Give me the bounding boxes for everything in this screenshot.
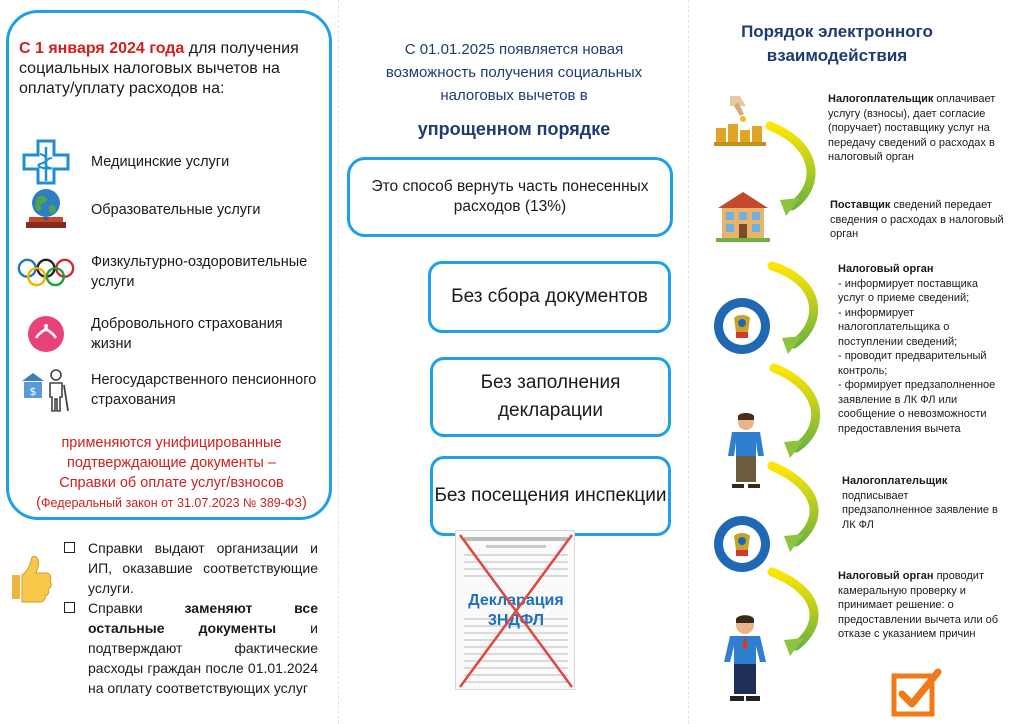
step-text: подписывает предзаполненное заявление в … <box>842 489 998 531</box>
step-taxpayer-signs: Налогоплательщик подписывает предзаполнен… <box>842 474 1000 532</box>
checkbox-bullet-icon <box>64 602 75 613</box>
declaration-form-image: Декларация 3НДФЛ <box>455 530 575 690</box>
intro-text: С 1 января 2024 года для получения социа… <box>19 39 319 99</box>
service-label: Негосударственного пенсионного страхован… <box>91 372 317 408</box>
thumbs-up-icon <box>8 553 52 603</box>
service-life-insurance: Добровольного страхования жизни <box>17 309 327 359</box>
unified-line: Справки об оплате услуг/взносов <box>59 475 284 491</box>
svg-text:$: $ <box>30 385 37 398</box>
flow-arrows <box>765 121 821 656</box>
interaction-title: Порядок электронного взаимодействия <box>722 20 952 68</box>
supplier-building-icon <box>714 188 772 244</box>
simplified-heading: упрощенном порядке <box>417 119 611 139</box>
service-sport: Физкультурно-оздоровительные услуги <box>17 247 327 297</box>
note-text: Справки <box>88 600 185 616</box>
law-paren-close: ) <box>301 495 307 511</box>
unified-line: подтверждающие документы – <box>67 455 276 471</box>
intro-date: С 1 января 2024 года <box>19 40 185 57</box>
step-item: - формирует предзаполненное заявление в … <box>838 379 996 435</box>
declaration-line: Декларация <box>468 592 564 609</box>
step-text: проводит камеральную проверку и принимае… <box>838 570 999 640</box>
tax-service-emblem-icon <box>712 514 772 574</box>
service-label: Физкультурно-оздоровительные услуги <box>91 254 308 290</box>
step-actor: Налоговый орган <box>838 570 934 582</box>
step-tax-authority-process: Налоговый орган - информирует поставщика… <box>838 262 998 436</box>
social-deductions-panel: С 1 января 2024 года для получения социа… <box>6 10 332 520</box>
step-supplier-sends: Поставщик сведений передает сведения о р… <box>830 198 1008 242</box>
service-medical: Медицинские услуги <box>17 137 327 187</box>
step-item: - информирует поставщика услуг о приеме … <box>838 277 978 305</box>
payment-coins-icon <box>712 92 772 148</box>
taxpayer-person-icon <box>720 614 770 704</box>
title-line: взаимодействия <box>766 46 908 65</box>
declaration-line: 3НДФЛ <box>488 612 544 629</box>
service-pension: $ Негосударственного пенсионного страхов… <box>17 365 327 415</box>
unified-line: применяются унифицированные <box>61 435 282 451</box>
refund-way-box: Это способ вернуть часть понесенных расх… <box>347 157 673 237</box>
step-text: сведений передает сведения о расходах в … <box>830 199 1004 240</box>
step-actor: Поставщик <box>830 199 891 211</box>
step-taxpayer-pays: Налогоплательщик оплачивает услугу (взно… <box>828 92 1006 165</box>
service-label: Образовательные услуги <box>91 202 261 218</box>
service-label: Медицинские услуги <box>91 154 230 170</box>
benefit-no-visit: Без посещения инспекции <box>430 456 671 536</box>
step-text: оплачивает услугу (взносы), дает согласи… <box>828 93 996 163</box>
step-actor: Налогоплательщик <box>842 475 948 487</box>
olympic-rings-icon <box>17 247 75 297</box>
step-item: - информирует налогоплательщика о поступ… <box>838 306 958 348</box>
law-text: Федеральный закон от 31.07.2023 № 389-ФЗ <box>41 496 302 510</box>
unified-documents-note: применяются унифицированные подтверждающ… <box>19 433 324 513</box>
taxpayer-person-icon <box>722 412 770 490</box>
law-reference: (Федеральный закон от 31.07.2023 № 389-Ф… <box>19 493 324 513</box>
note-text: Справки выдают организации и ИП, оказавш… <box>88 540 318 596</box>
column-divider <box>338 0 339 724</box>
benefit-no-documents: Без сбора документов <box>428 261 671 333</box>
benefit-no-declaration: Без заполнения декларации <box>430 357 671 437</box>
simplified-intro: С 01.01.2025 появляется новая возможност… <box>385 41 643 104</box>
note-item: Справки заменяют все остальные документы… <box>62 598 318 698</box>
law-paren-open: ( <box>36 495 42 511</box>
checkbox-bullet-icon <box>64 542 75 553</box>
note-item: Справки выдают организации и ИП, оказавш… <box>62 538 318 598</box>
note-text: и подтверждают фактические расходы гражд… <box>88 620 318 696</box>
declaration-label: Декларация 3НДФЛ <box>456 591 574 631</box>
medical-cross-icon <box>17 137 75 187</box>
column-divider <box>688 0 689 724</box>
title-line: Порядок электронного <box>741 22 933 41</box>
step-actor: Налоговый орган <box>838 263 934 275</box>
insurance-hands-icon <box>17 309 75 359</box>
tax-service-emblem-icon <box>712 296 772 356</box>
cross-out-icon <box>458 534 574 688</box>
intro-rest: для получения социальных налоговых вычет… <box>19 40 299 97</box>
step-actor: Налогоплательщик <box>828 93 934 105</box>
step-tax-authority-decision: Налоговый орган проводит камеральную про… <box>838 569 1006 642</box>
step-item: - проводит предварительный контроль; <box>838 350 987 377</box>
note-bold-text: заменяют все остальные документы <box>88 600 318 636</box>
certificate-notes: Справки выдают организации и ИП, оказавш… <box>62 538 318 698</box>
service-label: Добровольного страхования жизни <box>91 316 283 352</box>
checkmark-icon <box>890 668 944 718</box>
pension-person-icon: $ <box>17 365 75 415</box>
service-education: Образовательные услуги <box>17 185 327 235</box>
globe-books-icon <box>17 185 75 235</box>
